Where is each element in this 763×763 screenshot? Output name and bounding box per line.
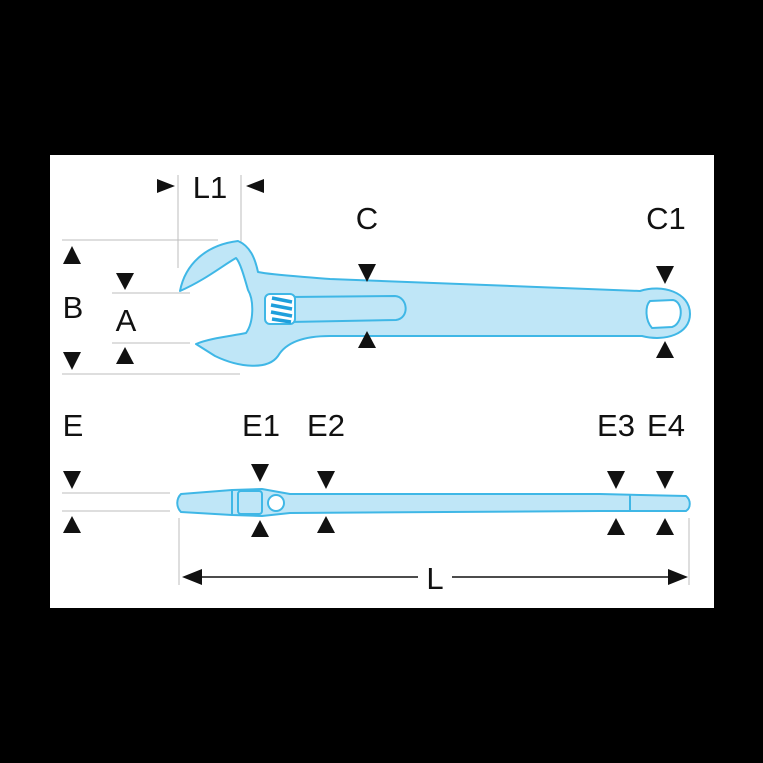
e3-arrow-up [607, 518, 625, 535]
l-arrow-left [182, 569, 202, 585]
label-a: A [116, 303, 137, 338]
e-arrow-down [63, 471, 81, 489]
label-e3: E3 [597, 408, 635, 443]
e1-arrow-up [251, 520, 269, 537]
side-rivet [267, 494, 285, 512]
label-e2: E2 [307, 408, 345, 443]
l-arrow-right [668, 569, 688, 585]
label-l1: L1 [193, 170, 227, 205]
diagram-panel [50, 155, 714, 608]
a-arrow-down [116, 273, 134, 290]
b-arrow-up [63, 246, 81, 264]
b-arrow-down [63, 352, 81, 370]
handle-slot [281, 295, 407, 323]
label-e: E [63, 408, 84, 443]
wrench-body-top [179, 240, 691, 367]
dimension-labels: L1 C C1 B A E E1 E2 E3 E4 L [63, 170, 686, 596]
e4-arrow-up [656, 518, 674, 535]
label-e4: E4 [647, 408, 685, 443]
e-arrow-up [63, 516, 81, 533]
l1-arrow-right [246, 179, 264, 193]
l1-arrow-left [157, 179, 175, 193]
label-l: L [426, 561, 443, 596]
label-b: B [63, 290, 84, 325]
adjustable-wrench-side-icon [176, 488, 691, 517]
dimension-arrows [63, 179, 688, 585]
c-arrow-down [358, 264, 376, 282]
side-adjuster [237, 490, 263, 515]
c1-arrow-up [656, 341, 674, 358]
label-c1: C1 [646, 201, 686, 236]
e1-arrow-down [251, 464, 269, 482]
label-c: C [356, 201, 378, 236]
wrench-body-side [176, 488, 691, 517]
e2-arrow-down [317, 471, 335, 489]
c-arrow-up [358, 331, 376, 348]
c1-arrow-down [656, 266, 674, 284]
hang-hole [645, 299, 682, 329]
a-arrow-up [116, 347, 134, 364]
e3-arrow-down [607, 471, 625, 489]
adjustable-wrench-top-icon [179, 240, 691, 367]
extension-lines [62, 175, 690, 585]
e4-arrow-down [656, 471, 674, 489]
e2-arrow-up [317, 516, 335, 533]
label-e1: E1 [242, 408, 280, 443]
adjuster-worm [270, 296, 293, 324]
